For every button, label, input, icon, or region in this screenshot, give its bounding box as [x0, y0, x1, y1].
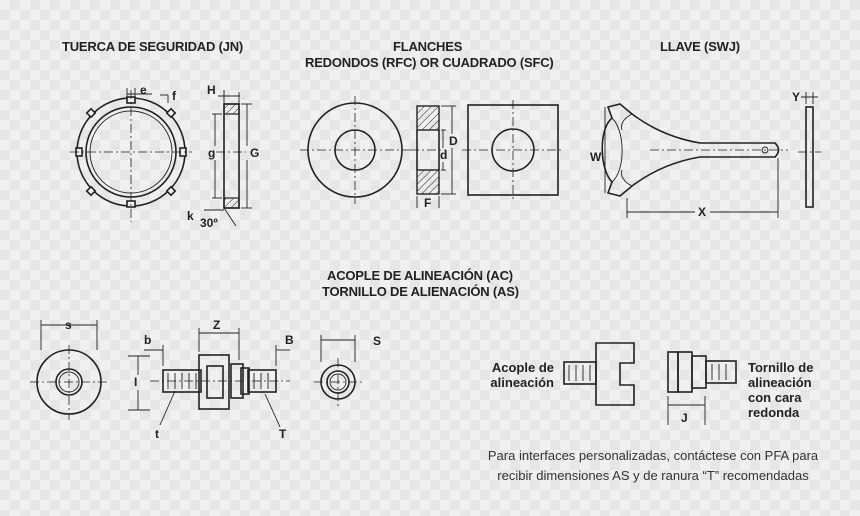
coupling-front-view	[30, 320, 108, 420]
square-flange	[462, 100, 564, 200]
dim-label-f: f	[172, 89, 176, 103]
dim-label-J: J	[681, 411, 688, 425]
dim-label-I: I	[134, 375, 138, 389]
legend-coupling-label: Acople de alineación	[490, 360, 554, 390]
title-swj: LLAVE (SWJ)	[660, 39, 740, 54]
title-as: TORNILLO DE ALIENACIÓN (AS)	[322, 284, 519, 299]
title-jn: TUERCA DE SEGURIDAD (JN)	[62, 39, 244, 54]
wrench-side-view	[798, 92, 821, 208]
dim-label-Z: Z	[213, 318, 221, 332]
title-flanges-line1: FLANCHES	[393, 39, 463, 54]
dim-label-s: s	[65, 318, 72, 332]
dim-label-Y: Y	[792, 90, 801, 104]
title-flanges-line2: REDONDOS (RFC) OR CUADRADO (SFC)	[305, 55, 554, 70]
legend-screw-label: Tornillo de alineación con cara redonda	[748, 360, 814, 420]
dim-label-H: H	[207, 83, 216, 97]
dim-label-S: S	[373, 334, 382, 348]
dim-label-F: F	[424, 196, 432, 210]
dim-label-e: e	[140, 83, 147, 97]
custom-interface-note: Para interfaces personalizadas, contácte…	[487, 448, 819, 483]
legend-coupling-drawing	[563, 342, 635, 406]
dim-label-B: B	[285, 333, 294, 347]
coupling-screw-assembly	[128, 328, 290, 428]
dim-label-D: D	[449, 134, 458, 148]
title-ac: ACOPLE DE ALINEACIÓN (AC)	[327, 268, 513, 283]
spanner-wrench	[601, 103, 788, 218]
dim-label-angle: 30º	[200, 216, 218, 230]
round-flange	[300, 96, 410, 204]
dim-label-G: G	[250, 146, 260, 160]
dim-label-g: g	[208, 146, 216, 160]
legend-screw-drawing	[667, 351, 737, 425]
dim-label-b: b	[144, 333, 152, 347]
dim-label-t: t	[155, 427, 159, 441]
lock-nut-front-view	[70, 88, 192, 222]
dim-label-k: k	[187, 209, 194, 223]
flange-section	[410, 105, 456, 208]
dim-label-X: X	[698, 205, 707, 219]
dim-label-T: T	[279, 427, 287, 441]
dim-label-W: W	[590, 150, 602, 164]
lock-nut-side-view	[204, 90, 252, 227]
screw-front-view	[314, 335, 362, 406]
dim-label-d: d	[440, 148, 448, 162]
